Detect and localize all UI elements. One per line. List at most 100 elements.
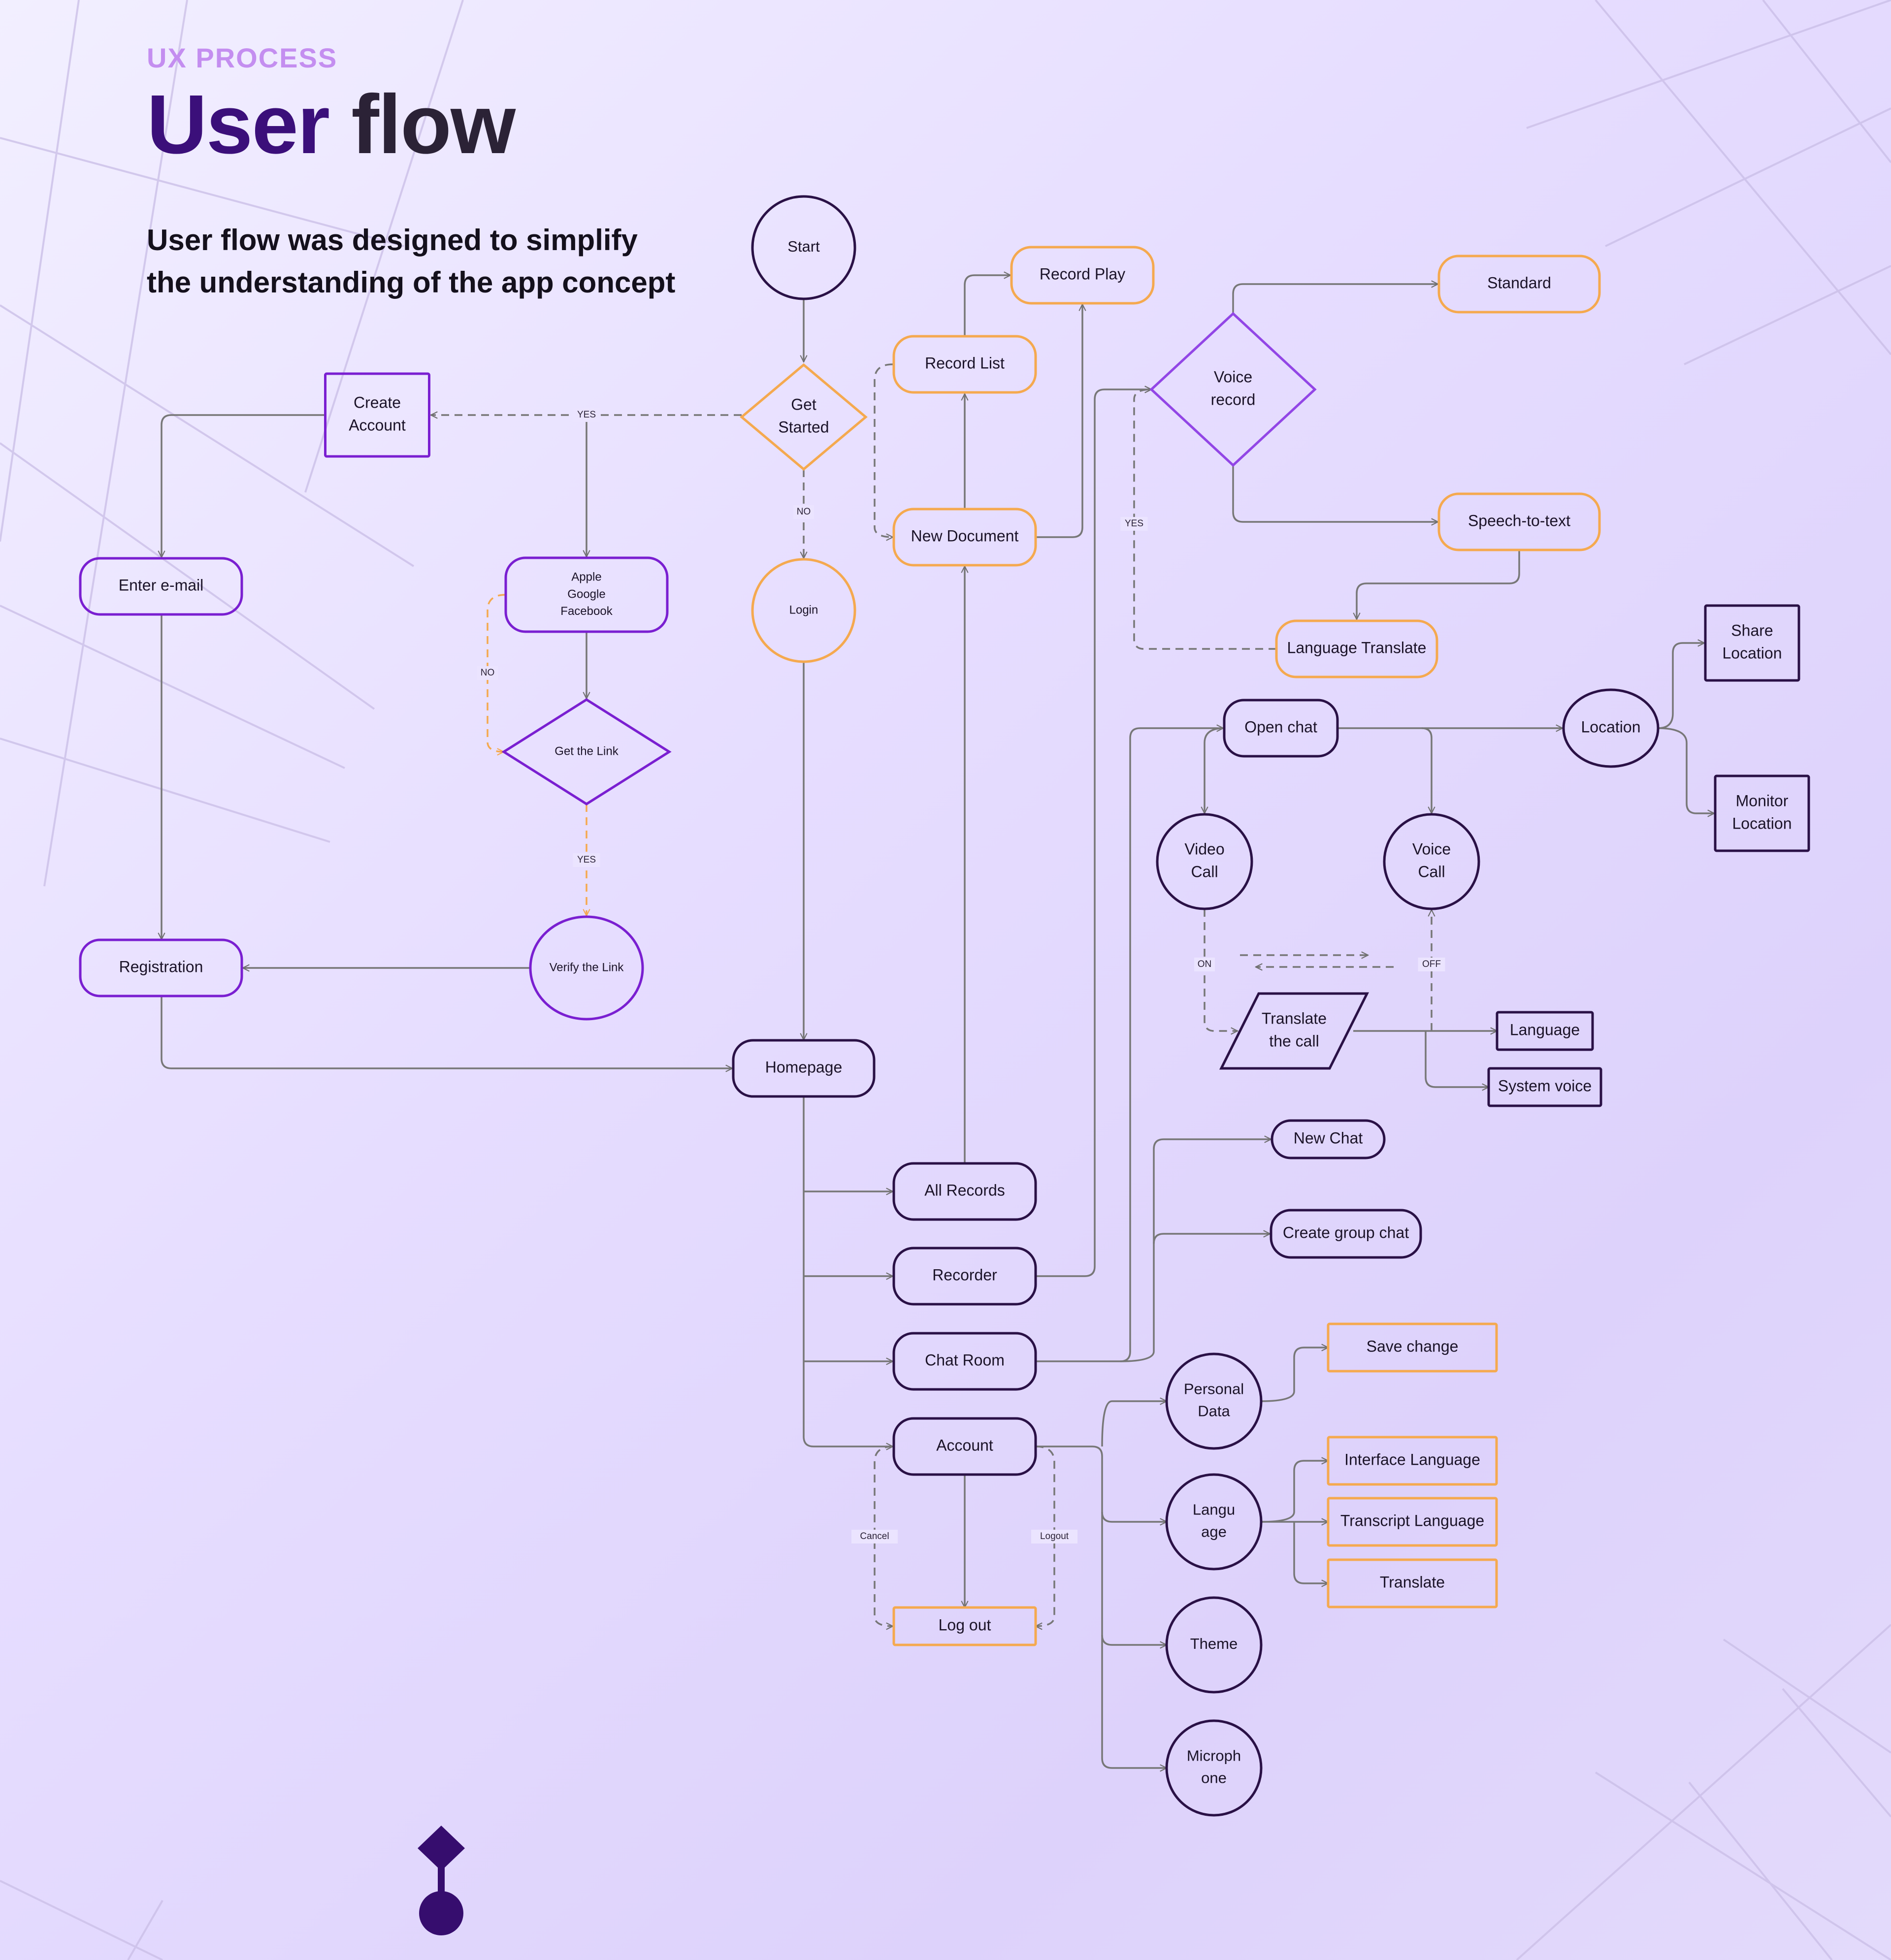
- node-shape-pill: [1437, 255, 1601, 314]
- edge-label-yes-get-started: YES: [577, 410, 596, 420]
- node-shape-circle: [1165, 1596, 1263, 1694]
- node-shape-pill: [892, 335, 1037, 394]
- node-system-voice: System voice: [1487, 1067, 1602, 1107]
- node-shape-rect: [324, 372, 430, 458]
- node-login: Login: [751, 558, 856, 663]
- node-label: Get the Link: [554, 744, 619, 758]
- node-account: Account: [892, 1417, 1037, 1476]
- edge-label-bg-on-call: [1194, 958, 1215, 971]
- edge-video-call-on-to-translate: [1204, 909, 1238, 1031]
- node-shape-circle: [751, 195, 856, 300]
- title-second-word: flow: [351, 78, 516, 171]
- edge-chat-room-to-new-chat: [1120, 1139, 1271, 1362]
- node-label: Google: [567, 587, 605, 601]
- node-label: Apple: [571, 571, 601, 584]
- node-label: Standard: [1487, 274, 1551, 291]
- edge-label-bg-yes-get-link: [573, 853, 600, 867]
- node-get-link: Get the Link: [501, 698, 672, 805]
- node-log-out: Log out: [892, 1606, 1037, 1646]
- node-label: System voice: [1498, 1077, 1592, 1094]
- node-shape-circle: [1562, 688, 1660, 768]
- edge-account-trunk: [1036, 1446, 1167, 1768]
- node-translate: Translate: [1327, 1558, 1498, 1608]
- node-shape-rect: [1327, 1558, 1498, 1608]
- edge-record-list-to-new-document: [874, 363, 893, 537]
- node-shape-rect: [1496, 1011, 1594, 1051]
- edge-location-to-monitor-location: [1658, 727, 1714, 813]
- page-title: User flow: [147, 79, 688, 171]
- node-label: Interface Language: [1344, 1450, 1480, 1468]
- edge-voice-record-to-standard: [1232, 284, 1438, 314]
- node-shape-pill: [1271, 1119, 1386, 1159]
- node-record-play: Record Play: [1010, 246, 1155, 305]
- node-shape-pill: [1437, 492, 1601, 551]
- node-label: record: [1211, 391, 1256, 409]
- node-chat-room: Chat Room: [892, 1332, 1037, 1391]
- node-label: Data: [1198, 1403, 1230, 1420]
- edge-label-no-get-link: NO: [481, 668, 495, 678]
- node-label: Record Play: [1040, 265, 1125, 283]
- node-start: Start: [751, 195, 856, 300]
- node-label: Facebook: [560, 605, 613, 618]
- edge-label-bg-yes-voice-record: [1120, 517, 1148, 531]
- node-create-group-chat: Create group chat: [1270, 1209, 1422, 1259]
- node-shape-pill: [79, 557, 243, 616]
- node-theme: Theme: [1165, 1596, 1263, 1694]
- node-language-translate: Language Translate: [1275, 619, 1438, 678]
- node-shape-rect: [1327, 1497, 1498, 1547]
- title-first-word: User: [147, 78, 330, 171]
- edge-open-chat-to-video-call: [1205, 727, 1225, 813]
- edge-voice-record-to-speech: [1232, 465, 1438, 522]
- node-label: Create: [354, 393, 401, 411]
- node-label: Call: [1418, 863, 1445, 881]
- node-label: Chat Room: [925, 1351, 1005, 1369]
- node-new-document: New Document: [892, 508, 1037, 567]
- edge-new-document-to-record-play: [1036, 304, 1082, 538]
- node-shape-rect: [1327, 1436, 1498, 1486]
- node-recorder: Recorder: [892, 1247, 1037, 1306]
- eyebrow-label: UX PROCESS: [147, 42, 338, 73]
- edge-language-translate-yes-to-voice-record: [1133, 389, 1276, 650]
- edge-account-to-theme: [1101, 1635, 1167, 1645]
- node-label: Recorder: [932, 1266, 997, 1284]
- node-label: Location: [1581, 718, 1641, 736]
- node-label: Enter e-mail: [119, 576, 204, 594]
- node-label: Registration: [119, 958, 203, 975]
- node-label: one: [1201, 1769, 1227, 1787]
- edge-record-list-to-record-play: [964, 275, 1011, 336]
- node-shape-circle: [1165, 1473, 1263, 1571]
- edge-location-to-share-location: [1658, 643, 1704, 729]
- node-langu-age: Language: [1165, 1473, 1263, 1571]
- page-subtitle: User flow was designed to simplify the u…: [147, 224, 676, 299]
- node-shape-pill: [1275, 619, 1438, 678]
- header: UX PROCESS User flow: [147, 42, 688, 171]
- edge-label-bg-logout: [1031, 1530, 1077, 1543]
- node-enter-email: Enter e-mail: [79, 557, 243, 616]
- edge-label-yes-voice-record: YES: [1125, 518, 1143, 529]
- node-label: Account: [349, 417, 406, 434]
- node-shape-pill: [1223, 699, 1339, 758]
- node-standard: Standard: [1437, 255, 1601, 314]
- edge-create-account-to-enter-email: [162, 414, 325, 557]
- node-shape-circle: [529, 915, 644, 1021]
- node-shape-pill: [504, 556, 669, 633]
- node-verify-link: Verify the Link: [529, 915, 644, 1021]
- node-label: Monitor: [1736, 792, 1789, 809]
- edge-label-bg-off-call: [1418, 958, 1445, 971]
- node-label: Translate: [1380, 1573, 1445, 1591]
- node-shape-circle: [1165, 1352, 1263, 1450]
- node-label: Language Translate: [1287, 639, 1427, 656]
- node-label: Create group chat: [1283, 1223, 1409, 1241]
- node-label: Open chat: [1244, 718, 1317, 736]
- edge-chat-room-to-open-chat: [1036, 728, 1223, 1362]
